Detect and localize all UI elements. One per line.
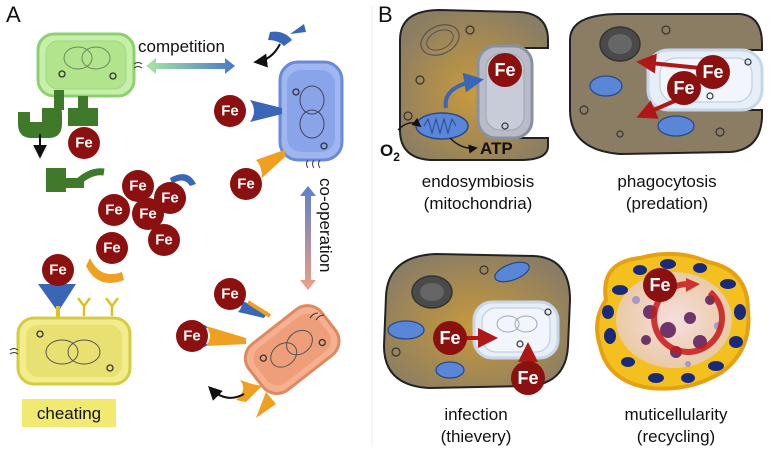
svg-text:Fe: Fe bbox=[139, 206, 157, 223]
panel-a-label: A bbox=[6, 2, 21, 27]
phagocytosis-sublabel: (predation) bbox=[626, 194, 708, 213]
blue-receptor-fe bbox=[250, 100, 282, 122]
multicellularity-label: muticellularity bbox=[625, 405, 728, 424]
fe-ion: Fe bbox=[214, 278, 246, 310]
endosymbiosis-sublabel: (mitochondria) bbox=[424, 194, 533, 213]
svg-text:Fe: Fe bbox=[103, 240, 121, 257]
recycling-arrowhead bbox=[686, 278, 700, 292]
fe-cluster: Fe Fe Fe Fe Fe Fe bbox=[96, 170, 186, 264]
fe-ion: Fe bbox=[96, 232, 128, 264]
o2-arrow bbox=[397, 117, 422, 131]
blue-siderophore-free bbox=[170, 174, 196, 186]
orange-receptor-fe-top bbox=[238, 300, 272, 318]
orange-siderophore-free bbox=[86, 258, 124, 283]
cheating-box bbox=[22, 399, 116, 427]
svg-text:Fe: Fe bbox=[221, 286, 239, 303]
fe-ion: Fe bbox=[68, 127, 100, 159]
fe-ion: Fe bbox=[511, 361, 545, 395]
fe-ion: Fe bbox=[214, 95, 246, 127]
svg-text:Fe: Fe bbox=[105, 202, 123, 219]
endosymbiosis-label: endosymbiosis bbox=[422, 172, 534, 191]
competition-arrow bbox=[146, 58, 235, 74]
green-receptor-bound bbox=[68, 96, 98, 126]
fe-ion: Fe bbox=[154, 182, 186, 214]
intracellular-bacterium bbox=[472, 300, 560, 360]
yellow-bacterium bbox=[9, 316, 132, 386]
multicellularity-sublabel: (recycling) bbox=[637, 427, 715, 446]
orange-bacterium bbox=[243, 304, 341, 395]
fe-ion: Fe bbox=[176, 320, 208, 352]
phagocytosis-label: phagocytosis bbox=[617, 172, 716, 191]
svg-text:Fe: Fe bbox=[673, 78, 694, 98]
mitochondrion bbox=[589, 75, 695, 137]
orange-receptor-fe bbox=[256, 150, 286, 178]
fe-ion: Fe bbox=[230, 168, 262, 200]
cooperation-arrow bbox=[300, 186, 316, 290]
svg-text:Fe: Fe bbox=[237, 176, 255, 193]
fe-ion: Fe bbox=[42, 254, 74, 286]
competition-label: competition bbox=[138, 37, 225, 56]
svg-text:Fe: Fe bbox=[221, 103, 239, 120]
svg-text:Fe: Fe bbox=[129, 178, 147, 195]
cheating-label: cheating bbox=[37, 404, 101, 423]
mitochondrion bbox=[387, 261, 530, 379]
fe-ion: Fe bbox=[98, 194, 130, 226]
fe-ion: Fe bbox=[643, 268, 677, 302]
fe-ion: Fe bbox=[488, 53, 522, 87]
atp-arrow bbox=[449, 137, 478, 154]
fe-ion: Fe bbox=[122, 170, 154, 202]
svg-text:Fe: Fe bbox=[439, 328, 460, 348]
svg-text:Fe: Fe bbox=[517, 368, 538, 388]
svg-text:Fe: Fe bbox=[75, 135, 93, 152]
fe-ion: Fe bbox=[132, 198, 164, 230]
green-bacterium bbox=[36, 32, 143, 98]
fe-release-arrow bbox=[636, 53, 701, 74]
yellow-receptors bbox=[77, 297, 119, 316]
orange-receptor-escape bbox=[208, 380, 276, 418]
atp-label: ATP bbox=[480, 139, 513, 158]
infection-label: infection bbox=[444, 405, 507, 424]
blue-receptor-fe-cheater bbox=[38, 284, 76, 318]
multicellular-tissue bbox=[595, 251, 751, 391]
svg-text:Fe: Fe bbox=[49, 262, 67, 279]
mitochondrion bbox=[415, 112, 469, 140]
cooperation-label: co-operation bbox=[316, 178, 335, 273]
svg-text:Fe: Fe bbox=[183, 328, 201, 345]
fe-ion: Fe bbox=[696, 55, 730, 89]
svg-text:Fe: Fe bbox=[702, 62, 723, 82]
fe-ion: Fe bbox=[148, 224, 180, 256]
o2-label: O2 bbox=[380, 141, 400, 164]
svg-text:Fe: Fe bbox=[155, 232, 173, 249]
infection-sublabel: (thievery) bbox=[441, 427, 512, 446]
panel-b-label: B bbox=[378, 2, 393, 27]
green-siderophore-free bbox=[46, 168, 105, 192]
fe-transfer-arrow bbox=[443, 72, 484, 109]
green-receptor-left bbox=[18, 90, 64, 159]
svg-text:Fe: Fe bbox=[649, 275, 670, 295]
blue-bacterium bbox=[278, 60, 344, 169]
svg-text:Fe: Fe bbox=[494, 60, 515, 80]
svg-text:Fe: Fe bbox=[161, 190, 179, 207]
fe-ion: Fe bbox=[667, 71, 701, 105]
fe-ion: Fe bbox=[433, 321, 467, 355]
blue-receptor-top bbox=[253, 24, 306, 68]
